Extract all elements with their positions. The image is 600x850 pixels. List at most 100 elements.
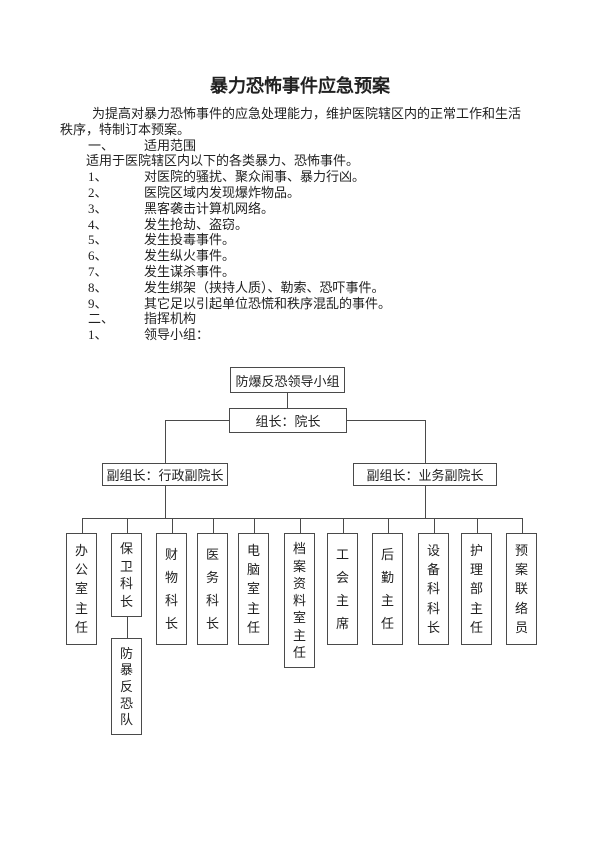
doc-line-text: 医院区域内发现爆炸物品。: [144, 184, 301, 200]
doc-line-text: 发生抢劫、盗窃。: [144, 216, 249, 232]
doc-line-text: 适用范围: [144, 137, 197, 153]
connector-child-drop: [127, 518, 128, 533]
connector-child-drop: [522, 518, 523, 533]
connector-deputy-right-bottom: [425, 486, 426, 518]
document-title: 暴力恐怖事件应急预案: [210, 76, 390, 96]
vbox-char: 后: [380, 547, 394, 562]
org-box-member: 财物科长: [156, 533, 187, 645]
vbox-char: 主: [469, 600, 483, 616]
connector-child-drop: [343, 518, 344, 533]
vbox-char: 卫: [119, 558, 133, 574]
connector-child-drop: [300, 518, 301, 533]
doc-line-text: 发生投毒事件。: [144, 232, 236, 248]
doc-line-text: 领导小组：: [144, 327, 210, 343]
doc-line: 9、 其它足以引起单位恐慌和秩序混乱的事件。: [60, 296, 546, 312]
connector-child-drop: [172, 518, 173, 533]
list-number: 1、: [88, 327, 108, 343]
doc-line: 秩序，特制订本预案。: [60, 122, 546, 138]
vbox-char: 络: [514, 600, 528, 616]
vbox-char: 理: [469, 562, 483, 578]
vbox-char: 护: [469, 543, 483, 559]
vbox-char: 任: [74, 619, 88, 635]
connector-deputy-left-top: [165, 420, 166, 463]
document-body: 为提高对暴力恐怖事件的应急处理能力，维护医院辖区内的正常工作和生活秩序，特制订本…: [60, 106, 546, 343]
org-box-member: 护理部主任: [461, 533, 492, 645]
vbox-char: 队: [119, 712, 133, 728]
doc-line: 6、发生纵火事件。: [60, 248, 546, 264]
list-number: 二、: [88, 311, 115, 327]
org-box-member: 后勤主任: [372, 533, 403, 645]
vbox-char: 任: [292, 644, 306, 660]
vbox-char: 任: [469, 619, 483, 635]
vbox-char: 保: [119, 541, 133, 557]
connector-child-drop: [82, 518, 83, 533]
vbox-char: 主: [246, 600, 260, 616]
list-number: 一、: [88, 137, 115, 153]
doc-line: 4、 发生抢劫、盗窃。: [60, 217, 546, 233]
vbox-char: 脑: [246, 562, 260, 578]
doc-line: 适用于医院辖区内以下的各类暴力、恐怖事件。: [60, 153, 546, 169]
vbox-char: 案: [292, 558, 306, 574]
org-box-anti-riot-team: 防暴反恐队: [111, 638, 142, 735]
list-number: 9、: [88, 295, 108, 311]
org-box-member: 保卫科长: [111, 533, 142, 617]
vbox-char: 科: [205, 593, 219, 608]
connector-child-drop: [477, 518, 478, 533]
list-number: 4、: [88, 216, 108, 232]
vbox-char: 部: [469, 581, 483, 597]
vbox-char: 反: [119, 678, 133, 694]
vbox-char: 防: [119, 645, 133, 661]
doc-line: 5、 发生投毒事件。: [60, 232, 546, 248]
org-box-member: 工会主席: [327, 533, 358, 645]
connector-child-drop: [388, 518, 389, 533]
vbox-char: 料: [292, 593, 306, 608]
org-box-member: 办公室主任: [66, 533, 97, 645]
list-number: 2、: [88, 184, 108, 200]
org-box-member: 档案资料室主任: [284, 533, 315, 668]
doc-line: 1、 领导小组：: [60, 327, 546, 343]
vbox-char: 室: [74, 581, 88, 597]
org-box-member: 设备科科长: [418, 533, 449, 645]
vbox-char: 医: [205, 547, 219, 562]
doc-line: 一、 适用范围: [60, 138, 546, 154]
org-box-leading-group: 防爆反恐领导小组: [230, 367, 345, 393]
vbox-char: 室: [292, 610, 306, 626]
vbox-char: 科: [426, 581, 440, 597]
org-box-deputy-business: 副组长：业务副院长: [353, 463, 497, 486]
vbox-char: 物: [164, 570, 178, 585]
org-box-member: 预案联络员: [506, 533, 537, 645]
vbox-char: 科: [164, 593, 178, 608]
vbox-char: 室: [246, 581, 260, 597]
vbox-char: 案: [514, 562, 528, 578]
vbox-char: 资: [292, 575, 306, 591]
list-number: 5、: [88, 232, 108, 248]
doc-line: 2、 医院区域内发现爆炸物品。: [60, 185, 546, 201]
list-number: 6、: [88, 248, 108, 264]
vbox-char: 员: [514, 619, 528, 635]
doc-line: 7、 发生谋杀事件。: [60, 264, 546, 280]
doc-line-text: 发生谋杀事件。: [144, 263, 236, 279]
connector-arm-right: [347, 420, 425, 421]
doc-line: 为提高对暴力恐怖事件的应急处理能力，维护医院辖区内的正常工作和生活: [60, 106, 546, 122]
org-box-member: 电脑室主任: [238, 533, 269, 645]
vbox-char: 档: [292, 541, 306, 557]
connector-child-drop: [213, 518, 214, 533]
doc-line-text: 其它足以引起单位恐慌和秩序混乱的事件。: [144, 295, 392, 311]
vbox-char: 主: [380, 593, 394, 608]
doc-line: 3、黑客袭击计算机网络。: [60, 201, 546, 217]
vbox-char: 暴: [119, 662, 133, 678]
connector-deputy-left-bottom: [165, 486, 166, 518]
vbox-char: 联: [514, 581, 528, 597]
vbox-char: 务: [205, 570, 219, 585]
connector-child-drop: [434, 518, 435, 533]
connector-root-leader: [287, 393, 288, 408]
connector-deputy-right-top: [425, 420, 426, 463]
vbox-char: 公: [74, 562, 88, 578]
doc-line-text: 发生绑架（挟持人质）、勒索、恐吓事件。: [144, 279, 385, 295]
list-number: 7、: [88, 263, 108, 279]
doc-line-text: 为提高对暴力恐怖事件的应急处理能力，维护医院辖区内的正常工作和生活: [92, 106, 522, 121]
vbox-char: 任: [380, 616, 394, 631]
vbox-char: 设: [426, 543, 440, 559]
list-number: 8、: [88, 279, 108, 295]
vbox-char: 长: [119, 593, 133, 609]
